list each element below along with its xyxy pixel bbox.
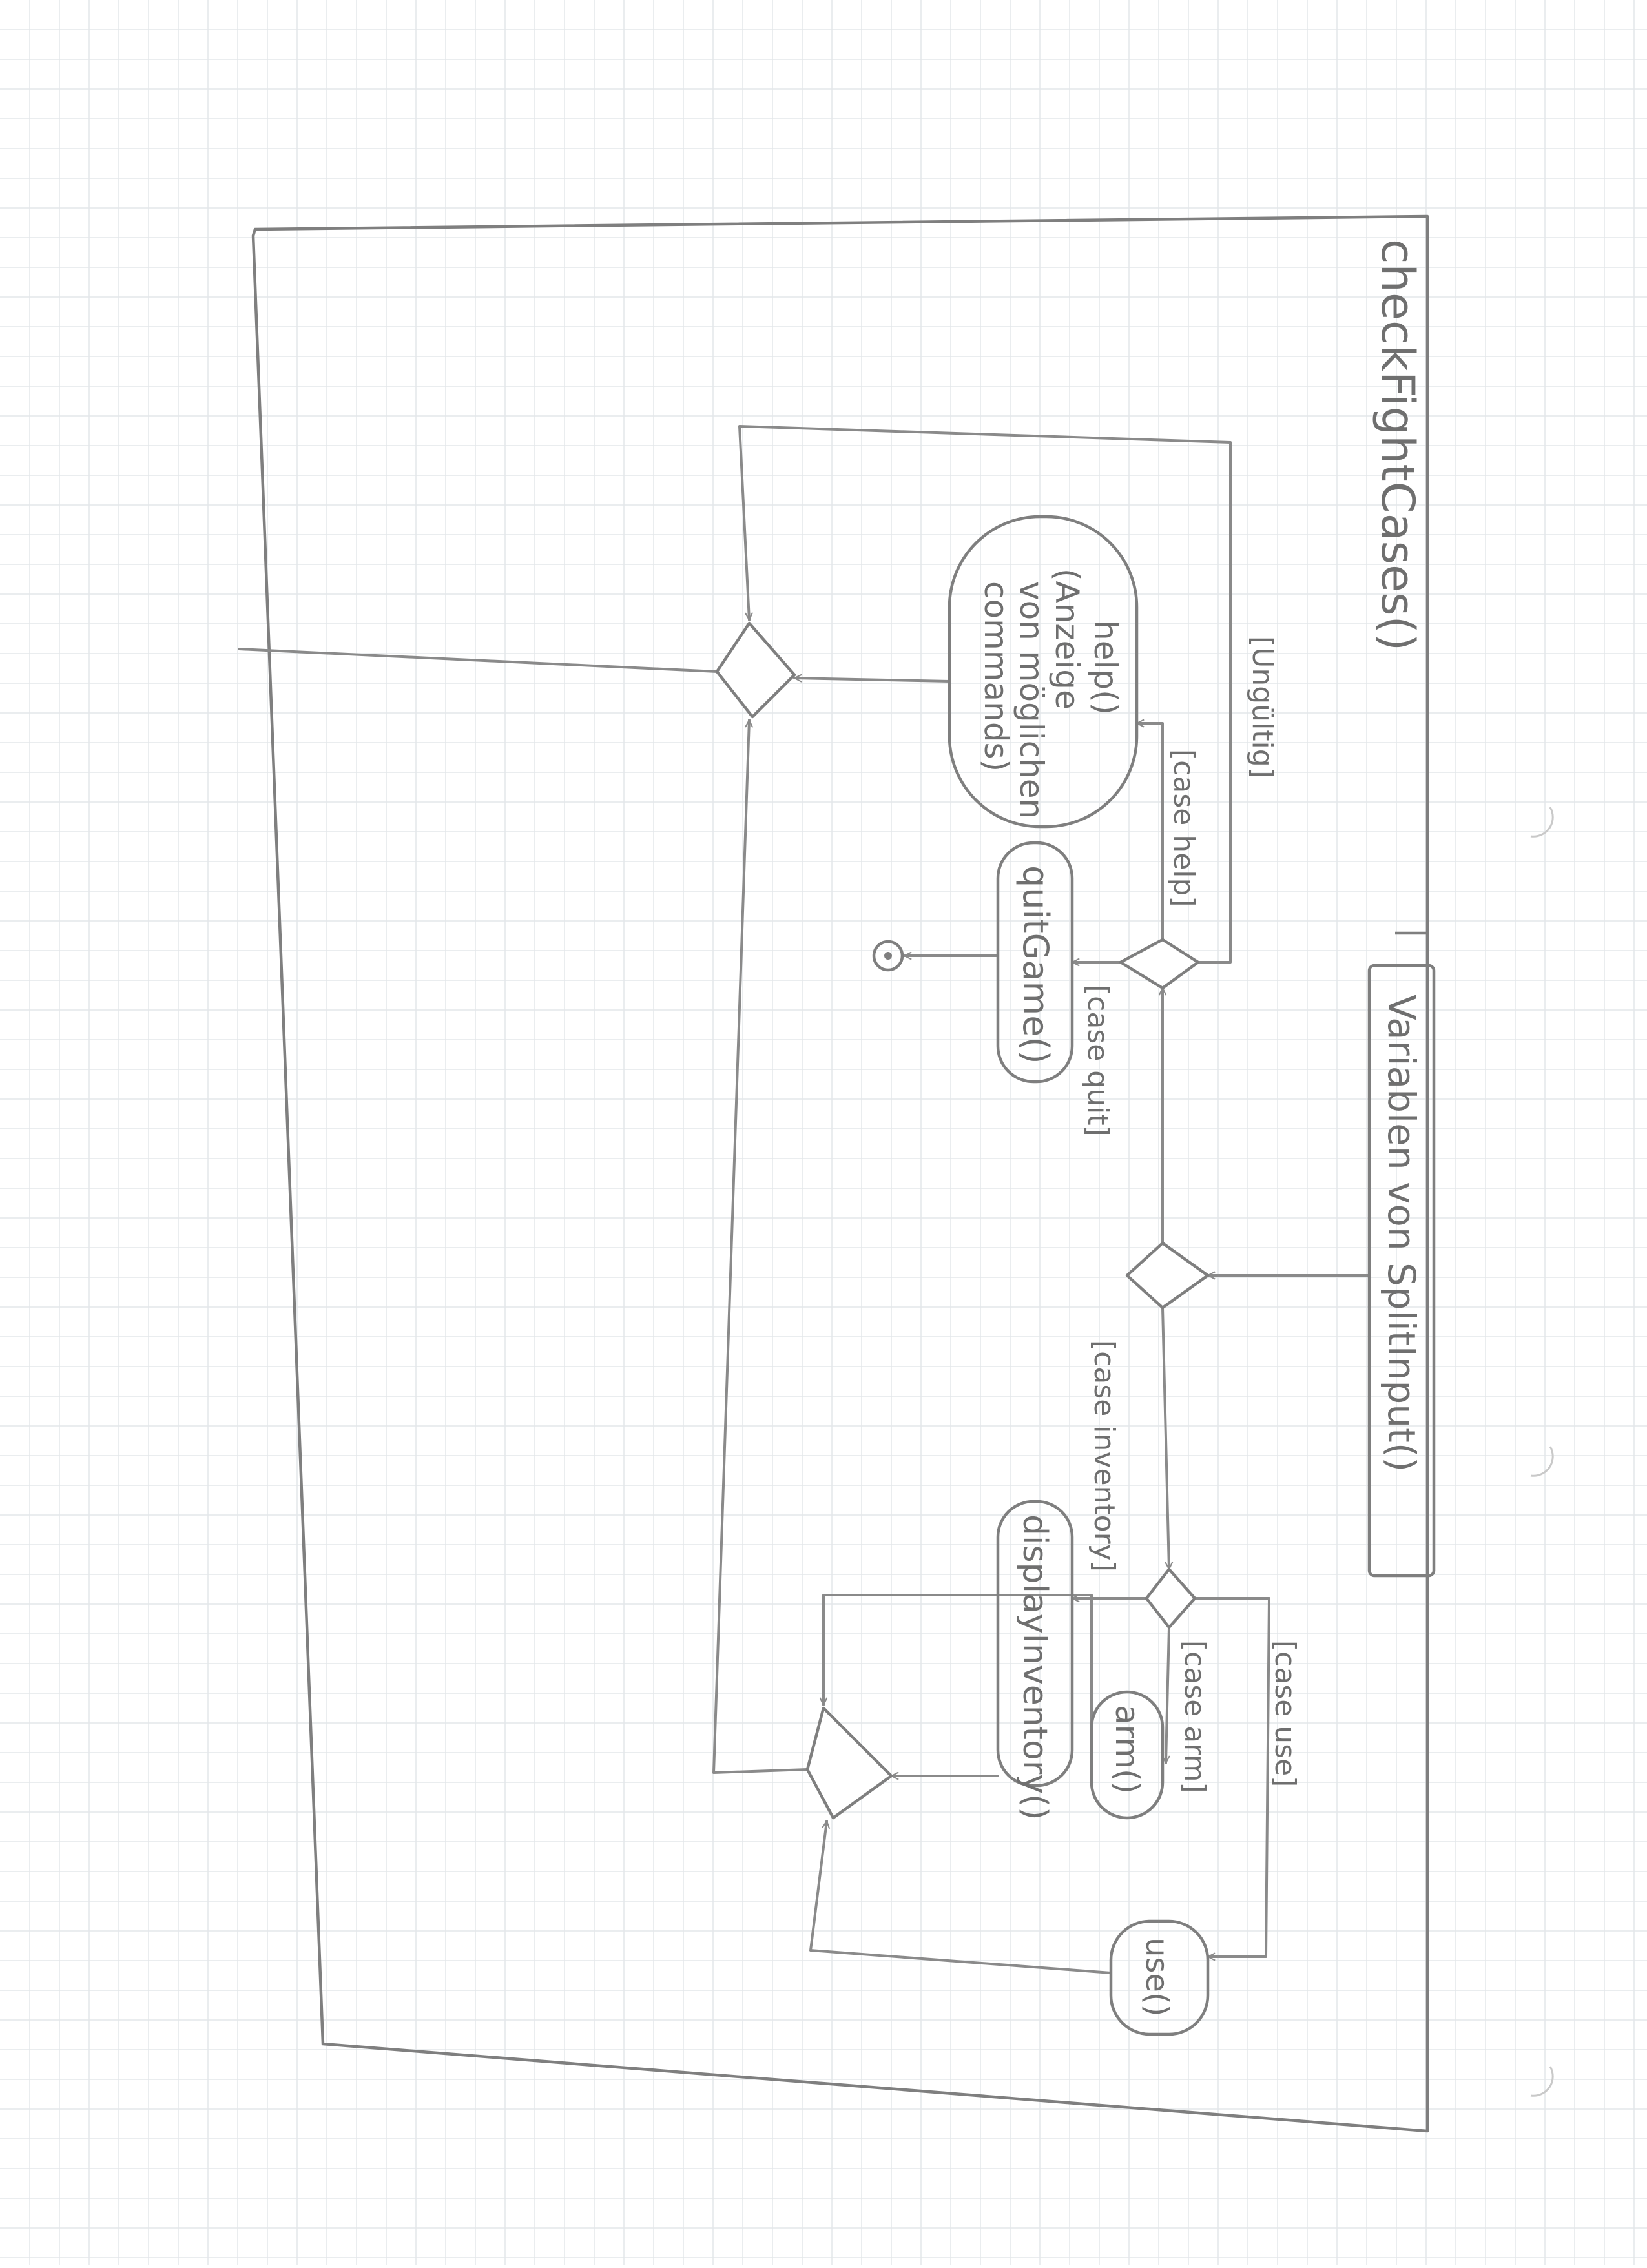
main-decision-diamond <box>1125 1241 1210 1310</box>
use-action-label: use() <box>1139 1937 1175 2016</box>
edge-help-to-merge <box>793 678 951 683</box>
final-node <box>872 940 904 972</box>
arm-action-box <box>1090 1690 1165 1820</box>
help-action-line-1: help() <box>1087 620 1124 715</box>
frame-title: checkFightCases() <box>1371 239 1424 651</box>
guard-case-arm: [case arm] <box>1178 1640 1211 1793</box>
quit-action-box <box>996 841 1074 1084</box>
help-action-line-2: (Anzeige <box>1048 568 1086 710</box>
help-action-box <box>948 515 1139 829</box>
guard-case-inventory: [case inventory] <box>1088 1340 1121 1572</box>
decision-nodes <box>715 621 1210 1820</box>
upper-decision-diamond <box>1119 938 1200 990</box>
input-action-box <box>1367 964 1436 1578</box>
edge-merge-loop <box>238 648 718 673</box>
bottom-merge-diamond <box>805 1706 893 1820</box>
guard-case-use: [case use] <box>1269 1640 1301 1787</box>
guard-case-help: [case help] <box>1167 749 1200 907</box>
punch-holes <box>1530 807 1554 2097</box>
edge-case-help <box>1135 723 1164 941</box>
guard-ungueltig: [Ungültig] <box>1246 636 1279 778</box>
labels: checkFightCases() Variablen von SplitInp… <box>977 239 1424 2016</box>
edge-case-arm <box>1166 1626 1170 1764</box>
input-action-label: Variablen von SplitInput() <box>1380 995 1424 1472</box>
help-action-line-4: commands) <box>977 581 1015 772</box>
edge-use-to-merge <box>809 1821 1112 1974</box>
activity-frame <box>251 214 1429 2133</box>
edge-arm-to-merge <box>824 1594 1093 1751</box>
edge-bottom-merge-loop <box>712 719 809 1774</box>
guard-case-quit: [case quit] <box>1081 985 1114 1137</box>
edge-case-use <box>1194 1597 1270 1957</box>
edge-decision-to-lower-decision <box>1161 1306 1169 1571</box>
edge-ungueltig <box>738 425 1232 964</box>
flow-edges <box>238 425 1371 1974</box>
help-merge-diamond <box>715 621 796 719</box>
lower-decision-diamond <box>1145 1567 1197 1629</box>
arm-action-label: arm() <box>1108 1705 1146 1794</box>
inventory-action-box <box>996 1500 1074 1788</box>
use-action-box <box>1109 1919 1210 2036</box>
quit-action-label: quitGame() <box>1015 865 1056 1064</box>
help-action-line-3: von möglichen <box>1013 581 1050 819</box>
inventory-action-label: displayInventory() <box>1015 1514 1054 1820</box>
